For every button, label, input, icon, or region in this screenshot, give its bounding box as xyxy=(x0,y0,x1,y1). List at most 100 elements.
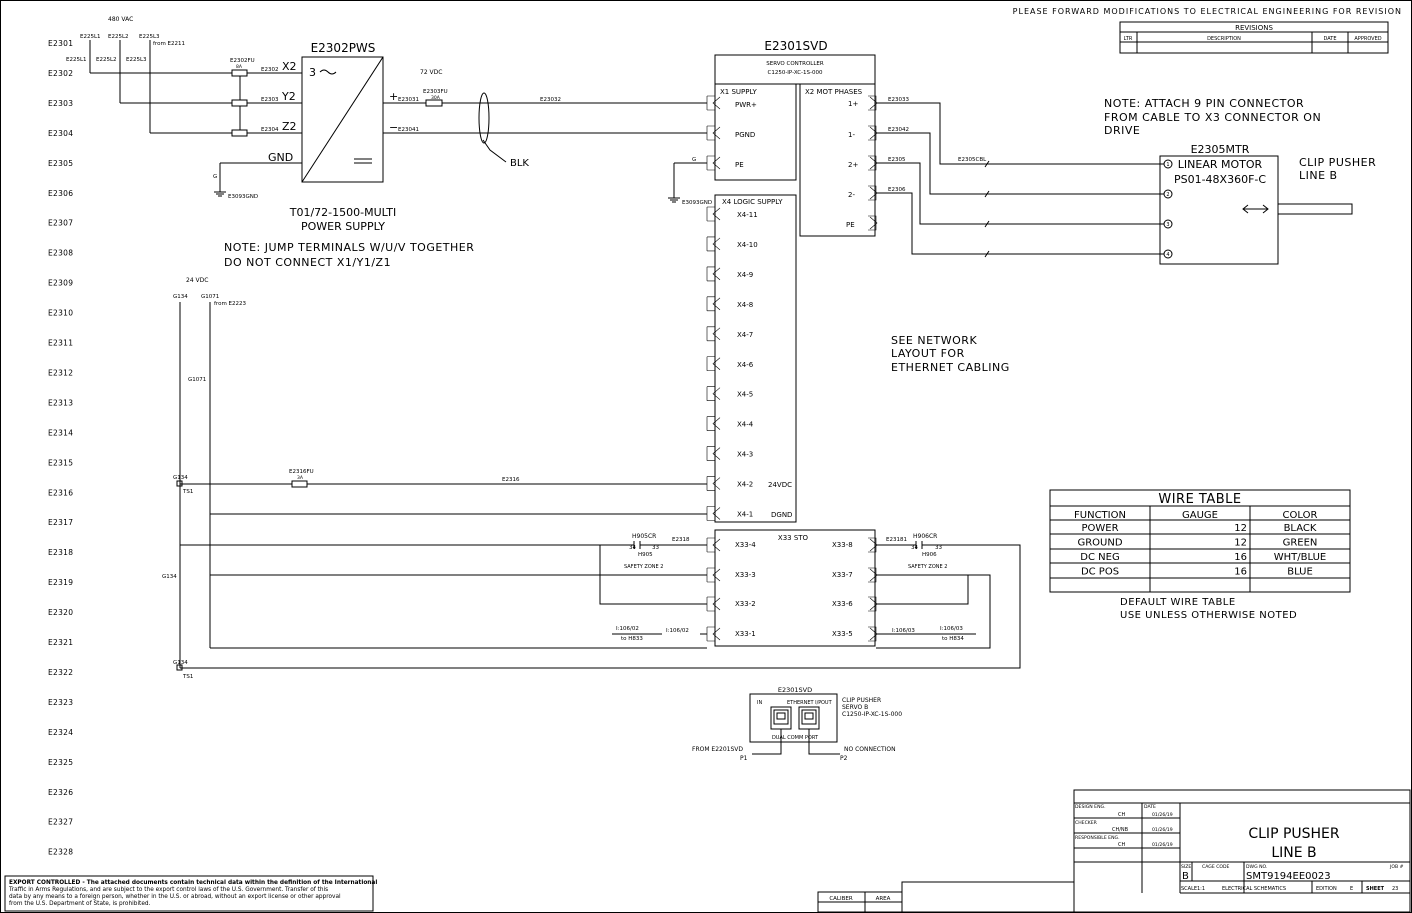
tb-resp-eng: RESPONSIBLE ENG. xyxy=(1075,835,1120,841)
x33-pin-8: X33-8 xyxy=(832,541,853,549)
x4-1-tag: DGND xyxy=(771,511,792,519)
tb-design-init: CH xyxy=(1118,812,1125,818)
svd-id: E2301SVD xyxy=(764,39,827,53)
rung-label: E2328 xyxy=(48,848,73,857)
cable-blk-label: BLK xyxy=(510,158,529,169)
connector-pin-left xyxy=(706,296,721,312)
x4-pin-label: X4-8 xyxy=(737,301,753,309)
x2-pin-pe: PE xyxy=(846,221,855,229)
connector-pin-left xyxy=(706,356,721,372)
wire-table-cell-gauge: 12 xyxy=(1234,523,1247,534)
rung-label: E2308 xyxy=(48,249,73,258)
ethernet-port-e2301svd: E2301SVD IN ETHERNET I/P OUT DUAL COMM P… xyxy=(692,686,902,762)
tb-design-date: 01/26/19 xyxy=(1152,812,1173,818)
wire-table-cell-color: WHT/BLUE xyxy=(1274,552,1326,563)
relay-h905-contact-33: 33 xyxy=(652,545,659,551)
from-e2223-label: from E2223 xyxy=(214,301,247,307)
clip-pusher-label-line1: CLIP PUSHER xyxy=(1299,156,1376,169)
x2-title: X2 MOT PHASES xyxy=(805,88,863,96)
wire-table-cell-function: POWER xyxy=(1081,523,1118,534)
x33-pin-1: X33-1 xyxy=(735,630,756,638)
tb-resp-init: CH xyxy=(1118,842,1125,848)
eth-desc-line3: C1250-IP-XC-1S-000 xyxy=(842,711,902,718)
rung-label: E2309 xyxy=(48,279,73,288)
export-line2: Traffic in Arms Regulations, and are sub… xyxy=(8,887,328,893)
wire-e2305: E2305 xyxy=(888,157,906,163)
note-jump-line2: DO NOT CONNECT X1/Y1/Z1 xyxy=(224,256,391,269)
x1-pin-pwr: PWR+ xyxy=(735,101,757,109)
cable-e2305cbl: E2305CBL xyxy=(958,157,987,163)
x2-pin-2m: 2- xyxy=(848,191,855,199)
relay-h906-id: H906 xyxy=(922,552,937,558)
motor-pin-2 xyxy=(1163,189,1173,199)
motor-pin-1 xyxy=(1163,159,1173,169)
tb-date-label: DATE xyxy=(1144,804,1156,810)
x4-logic-box xyxy=(714,194,797,523)
rung-label: E2324 xyxy=(48,728,73,737)
eth-id: E2301SVD xyxy=(778,686,812,694)
wire-table-header-function: FUNCTION xyxy=(1074,510,1126,521)
network-note-line2: LAYOUT FOR xyxy=(891,347,965,360)
connector-pin-left xyxy=(706,506,721,521)
fuse-e2316fu xyxy=(291,480,308,488)
ground-g-label: G xyxy=(213,174,217,180)
x33-pin-5: X33-5 xyxy=(832,630,853,638)
x33-pin-4: X33-4 xyxy=(735,541,756,549)
eth-desc-line1: CLIP PUSHER xyxy=(842,697,881,704)
terminal-ts1-upper xyxy=(176,480,183,487)
rung-label: E2325 xyxy=(48,758,73,767)
motor-id: E2305MTR xyxy=(1191,143,1250,156)
fuse-e2302fu-rating: 8A xyxy=(236,64,243,70)
x4-pin-label: X4-1 xyxy=(737,511,753,519)
wire-e2303: E2303 xyxy=(261,97,279,103)
wire-g134-ts-lower: G134 xyxy=(173,660,188,666)
tb-sheet-label: SHEET xyxy=(1366,886,1385,892)
connector-pin-right xyxy=(868,537,878,553)
eth-no-connection: NO CONNECTION xyxy=(844,746,896,753)
wire-e225l3: E225L3 xyxy=(126,57,147,63)
relay-h906cr: H906CR xyxy=(913,533,937,540)
x2-phases-box xyxy=(799,83,876,237)
x4-pin-labels: X4-11X4-10X4-9X4-8X4-7X4-6X4-5X4-4X4-3X4… xyxy=(737,211,758,519)
vdc24-label: 24 VDC xyxy=(186,277,208,284)
x33-pin-7: X33-7 xyxy=(832,571,853,579)
x1-supply-box xyxy=(714,83,797,181)
io-i106-02-b: I:106/02 xyxy=(666,628,689,634)
tb-size: B xyxy=(1182,871,1189,882)
ts1-upper-label: TS1 xyxy=(182,489,193,495)
motor-rod xyxy=(1278,203,1353,215)
x33-pin-6: X33-6 xyxy=(832,600,853,608)
caliber-area-box: CALIBER AREA xyxy=(817,881,1075,913)
rung-label: E2312 xyxy=(48,368,73,377)
x33-title: X33 STO xyxy=(778,534,809,542)
power-supply-e2302pws: E2302PWS X2 Y2 Z2 GND 3 + − T01/72-1500-… xyxy=(268,41,398,233)
rung-label: E2327 xyxy=(48,818,73,827)
motor-name: LINEAR MOTOR xyxy=(1178,158,1263,171)
psu-minus: − xyxy=(389,121,398,134)
wire-table-header-color: COLOR xyxy=(1283,510,1318,521)
psu-plus: + xyxy=(389,90,398,103)
psu-id: E2302PWS xyxy=(311,41,376,55)
network-note-line1: SEE NETWORK xyxy=(891,334,977,347)
rung-label: E2306 xyxy=(48,189,73,198)
connector-pin-right xyxy=(868,95,878,111)
rung-label: E2323 xyxy=(48,698,73,707)
wire-e23031: E23031 xyxy=(398,97,419,103)
eth-p2: P2 xyxy=(840,755,848,762)
wire-e2318: E2318 xyxy=(672,537,690,543)
eth-p1: P1 xyxy=(740,755,748,762)
from-e2211-label: from E2211 xyxy=(153,41,185,47)
rung-label: E2316 xyxy=(48,488,73,497)
wire-table-title: WIRE TABLE xyxy=(1158,492,1241,507)
x4-pin-label: X4-7 xyxy=(737,331,753,339)
connector-pin-left xyxy=(706,567,721,583)
fuse-e2302fu-label: E2302FU xyxy=(230,58,255,64)
connector-pin-left xyxy=(706,266,721,282)
wire-table-header-gauge: GAUGE xyxy=(1182,510,1218,521)
wire-table-cell-color: GREEN xyxy=(1283,538,1318,549)
fuse-e2303fu-label: E2303FU xyxy=(423,89,448,95)
motor-pin-2-label: 2 xyxy=(1166,192,1169,198)
rung-label: E2303 xyxy=(48,99,73,108)
connector-pin-right xyxy=(868,125,878,141)
rung-label: E2301 xyxy=(48,39,73,48)
